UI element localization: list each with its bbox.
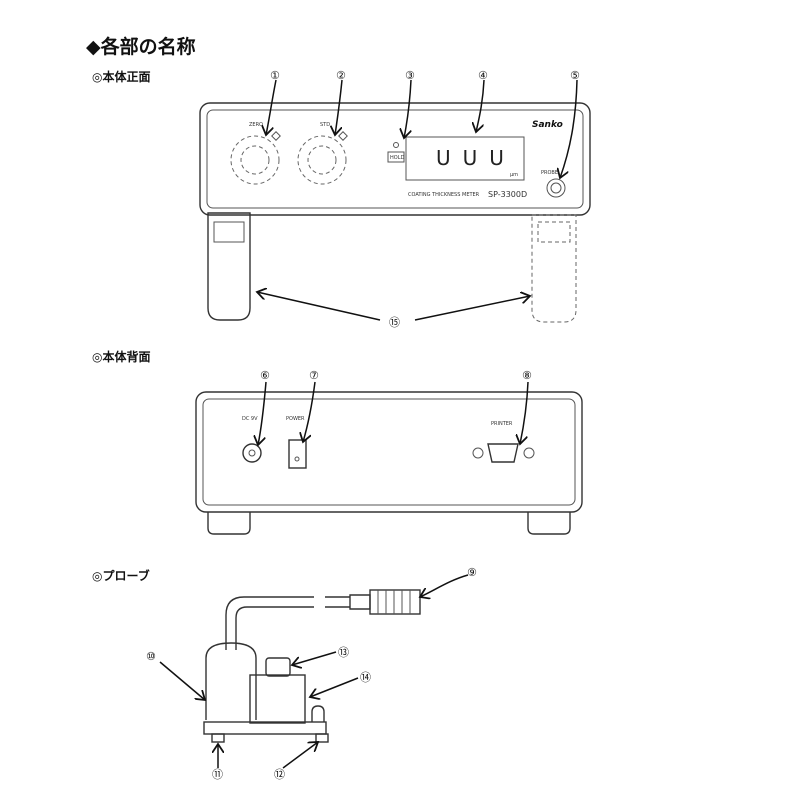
page-title: ◆各部の名称 (86, 36, 196, 58)
front-foot-right (531, 214, 577, 323)
std-knob (297, 131, 348, 185)
printer-port (487, 443, 519, 463)
callout-14: ⑭ (360, 671, 371, 684)
probe-label: PROBE (541, 170, 558, 176)
callout-12: ⑫ (274, 768, 285, 781)
model-number: SP-3300D (488, 190, 527, 199)
callout-11: ⑪ (212, 768, 223, 781)
brand-logo: Sanko (532, 120, 563, 130)
hold-button (387, 151, 405, 163)
zero-label: ZERO (249, 122, 263, 128)
callout-2: ② (336, 69, 346, 82)
probe-base (203, 721, 327, 735)
callout-9: ⑨ (467, 566, 477, 579)
probe-weight-block (249, 674, 306, 724)
lcd-display (405, 136, 525, 181)
back-view: DC 9V POWER PRINTER ⑥ ⑦ ⑧ (195, 369, 583, 535)
section-probe-heading: ◎プローブ (92, 569, 150, 583)
callout-10: ⑩ (146, 650, 156, 663)
callout-3: ③ (405, 69, 415, 82)
std-label: STD (320, 122, 330, 128)
callout-7: ⑦ (309, 369, 319, 382)
display-readout: UUU (436, 146, 516, 170)
cable-plug (349, 594, 371, 610)
power-switch (288, 439, 307, 469)
power-label: POWER (286, 416, 305, 422)
back-foot-left (207, 512, 251, 535)
probe-housing (205, 642, 257, 720)
callout-6: ⑥ (260, 369, 270, 382)
probe-view: ⑨ ⑩ ⑪ ⑫ ⑬ ⑭ (146, 566, 477, 781)
probe-connector (546, 178, 566, 198)
back-foot-right (527, 512, 571, 535)
callout-8: ⑧ (522, 369, 532, 382)
callout-15: ⑮ (389, 316, 400, 329)
probe-tip (311, 705, 325, 722)
section-front-heading: ◎本体正面 (92, 70, 151, 84)
printer-label: PRINTER (491, 421, 513, 427)
probe-connector-plug (369, 589, 421, 615)
probe-cable (225, 596, 314, 650)
dc-jack (242, 443, 262, 463)
front-view: ZERO STD HOLD UUU μm Sanko COATING THICK… (199, 69, 591, 329)
probe-head (265, 657, 291, 677)
callout-4: ④ (478, 69, 488, 82)
model-description: COATING THICKNESS METER (408, 192, 480, 198)
callout-1: ① (270, 69, 280, 82)
unit-label: μm (510, 172, 518, 178)
hold-label: HOLD (390, 155, 404, 161)
zero-knob (230, 131, 281, 185)
section-back-heading: ◎本体背面 (92, 350, 151, 364)
probe-foot (211, 733, 225, 743)
dc-label: DC 9V (242, 416, 258, 422)
hold-led (393, 142, 399, 148)
callout-13: ⑬ (338, 646, 349, 659)
callout-5: ⑤ (570, 69, 580, 82)
front-foot-left (207, 212, 251, 321)
